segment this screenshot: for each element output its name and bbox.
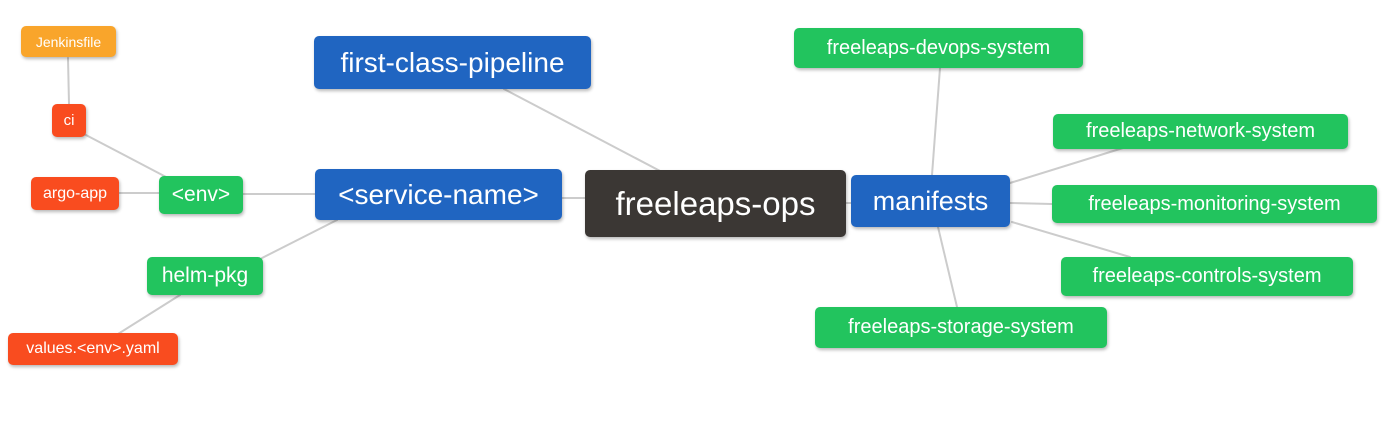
edge-manifests-controls <box>1011 221 1131 258</box>
node-argo-app-label: argo-app <box>42 184 108 202</box>
node-first-class-pipeline-label: first-class-pipeline <box>340 46 565 78</box>
edge-manifests-network <box>1009 147 1124 184</box>
node-freeleaps-ops[interactable]: freeleaps-ops <box>585 170 846 237</box>
node-jenkinsfile-label: Jenkinsfile <box>35 33 102 50</box>
edge-manifests-storage <box>937 226 958 308</box>
node-argo-app[interactable]: argo-app <box>31 177 119 210</box>
edge-manifests-devops <box>931 67 941 176</box>
node-manifests[interactable]: manifests <box>851 175 1010 227</box>
edge-ci-env <box>83 133 169 179</box>
node-env[interactable]: <env> <box>159 176 243 214</box>
node-freeleaps-network-system-label: freeleaps-network-system <box>1086 120 1315 142</box>
node-helm-pkg-label: helm-pkg <box>161 264 249 287</box>
node-env-label: <env> <box>171 183 231 206</box>
edge-pipeline-freeleaps-ops <box>503 88 663 173</box>
node-values-env-yaml[interactable]: values.<env>.yaml <box>8 333 178 365</box>
node-freeleaps-ops-label: freeleaps-ops <box>615 184 816 222</box>
node-first-class-pipeline[interactable]: first-class-pipeline <box>314 36 591 89</box>
node-ci[interactable]: ci <box>52 104 86 137</box>
node-helm-pkg[interactable]: helm-pkg <box>147 257 263 295</box>
edge-service-name-helm-pkg <box>261 219 338 259</box>
node-values-env-yaml-label: values.<env>.yaml <box>26 340 160 357</box>
node-ci-label: ci <box>63 112 75 129</box>
node-service-name-label: <service-name> <box>338 178 539 210</box>
edge-jenkinsfile-ci <box>67 57 70 105</box>
node-freeleaps-monitoring-system[interactable]: freeleaps-monitoring-system <box>1052 185 1377 223</box>
node-freeleaps-controls-system-label: freeleaps-controls-system <box>1092 265 1322 287</box>
node-freeleaps-storage-system-label: freeleaps-storage-system <box>848 316 1074 338</box>
node-freeleaps-storage-system[interactable]: freeleaps-storage-system <box>815 307 1107 348</box>
node-freeleaps-network-system[interactable]: freeleaps-network-system <box>1053 114 1348 149</box>
edge-manifests-monitoring <box>1009 202 1053 205</box>
node-freeleaps-monitoring-system-label: freeleaps-monitoring-system <box>1088 192 1341 215</box>
node-manifests-label: manifests <box>872 185 989 216</box>
node-service-name[interactable]: <service-name> <box>315 169 562 220</box>
node-freeleaps-controls-system[interactable]: freeleaps-controls-system <box>1061 257 1353 296</box>
node-freeleaps-devops-system-label: freeleaps-devops-system <box>826 36 1051 59</box>
node-jenkinsfile[interactable]: Jenkinsfile <box>21 26 116 57</box>
edge-helm-pkg-values <box>117 294 181 335</box>
node-freeleaps-devops-system[interactable]: freeleaps-devops-system <box>794 28 1083 68</box>
